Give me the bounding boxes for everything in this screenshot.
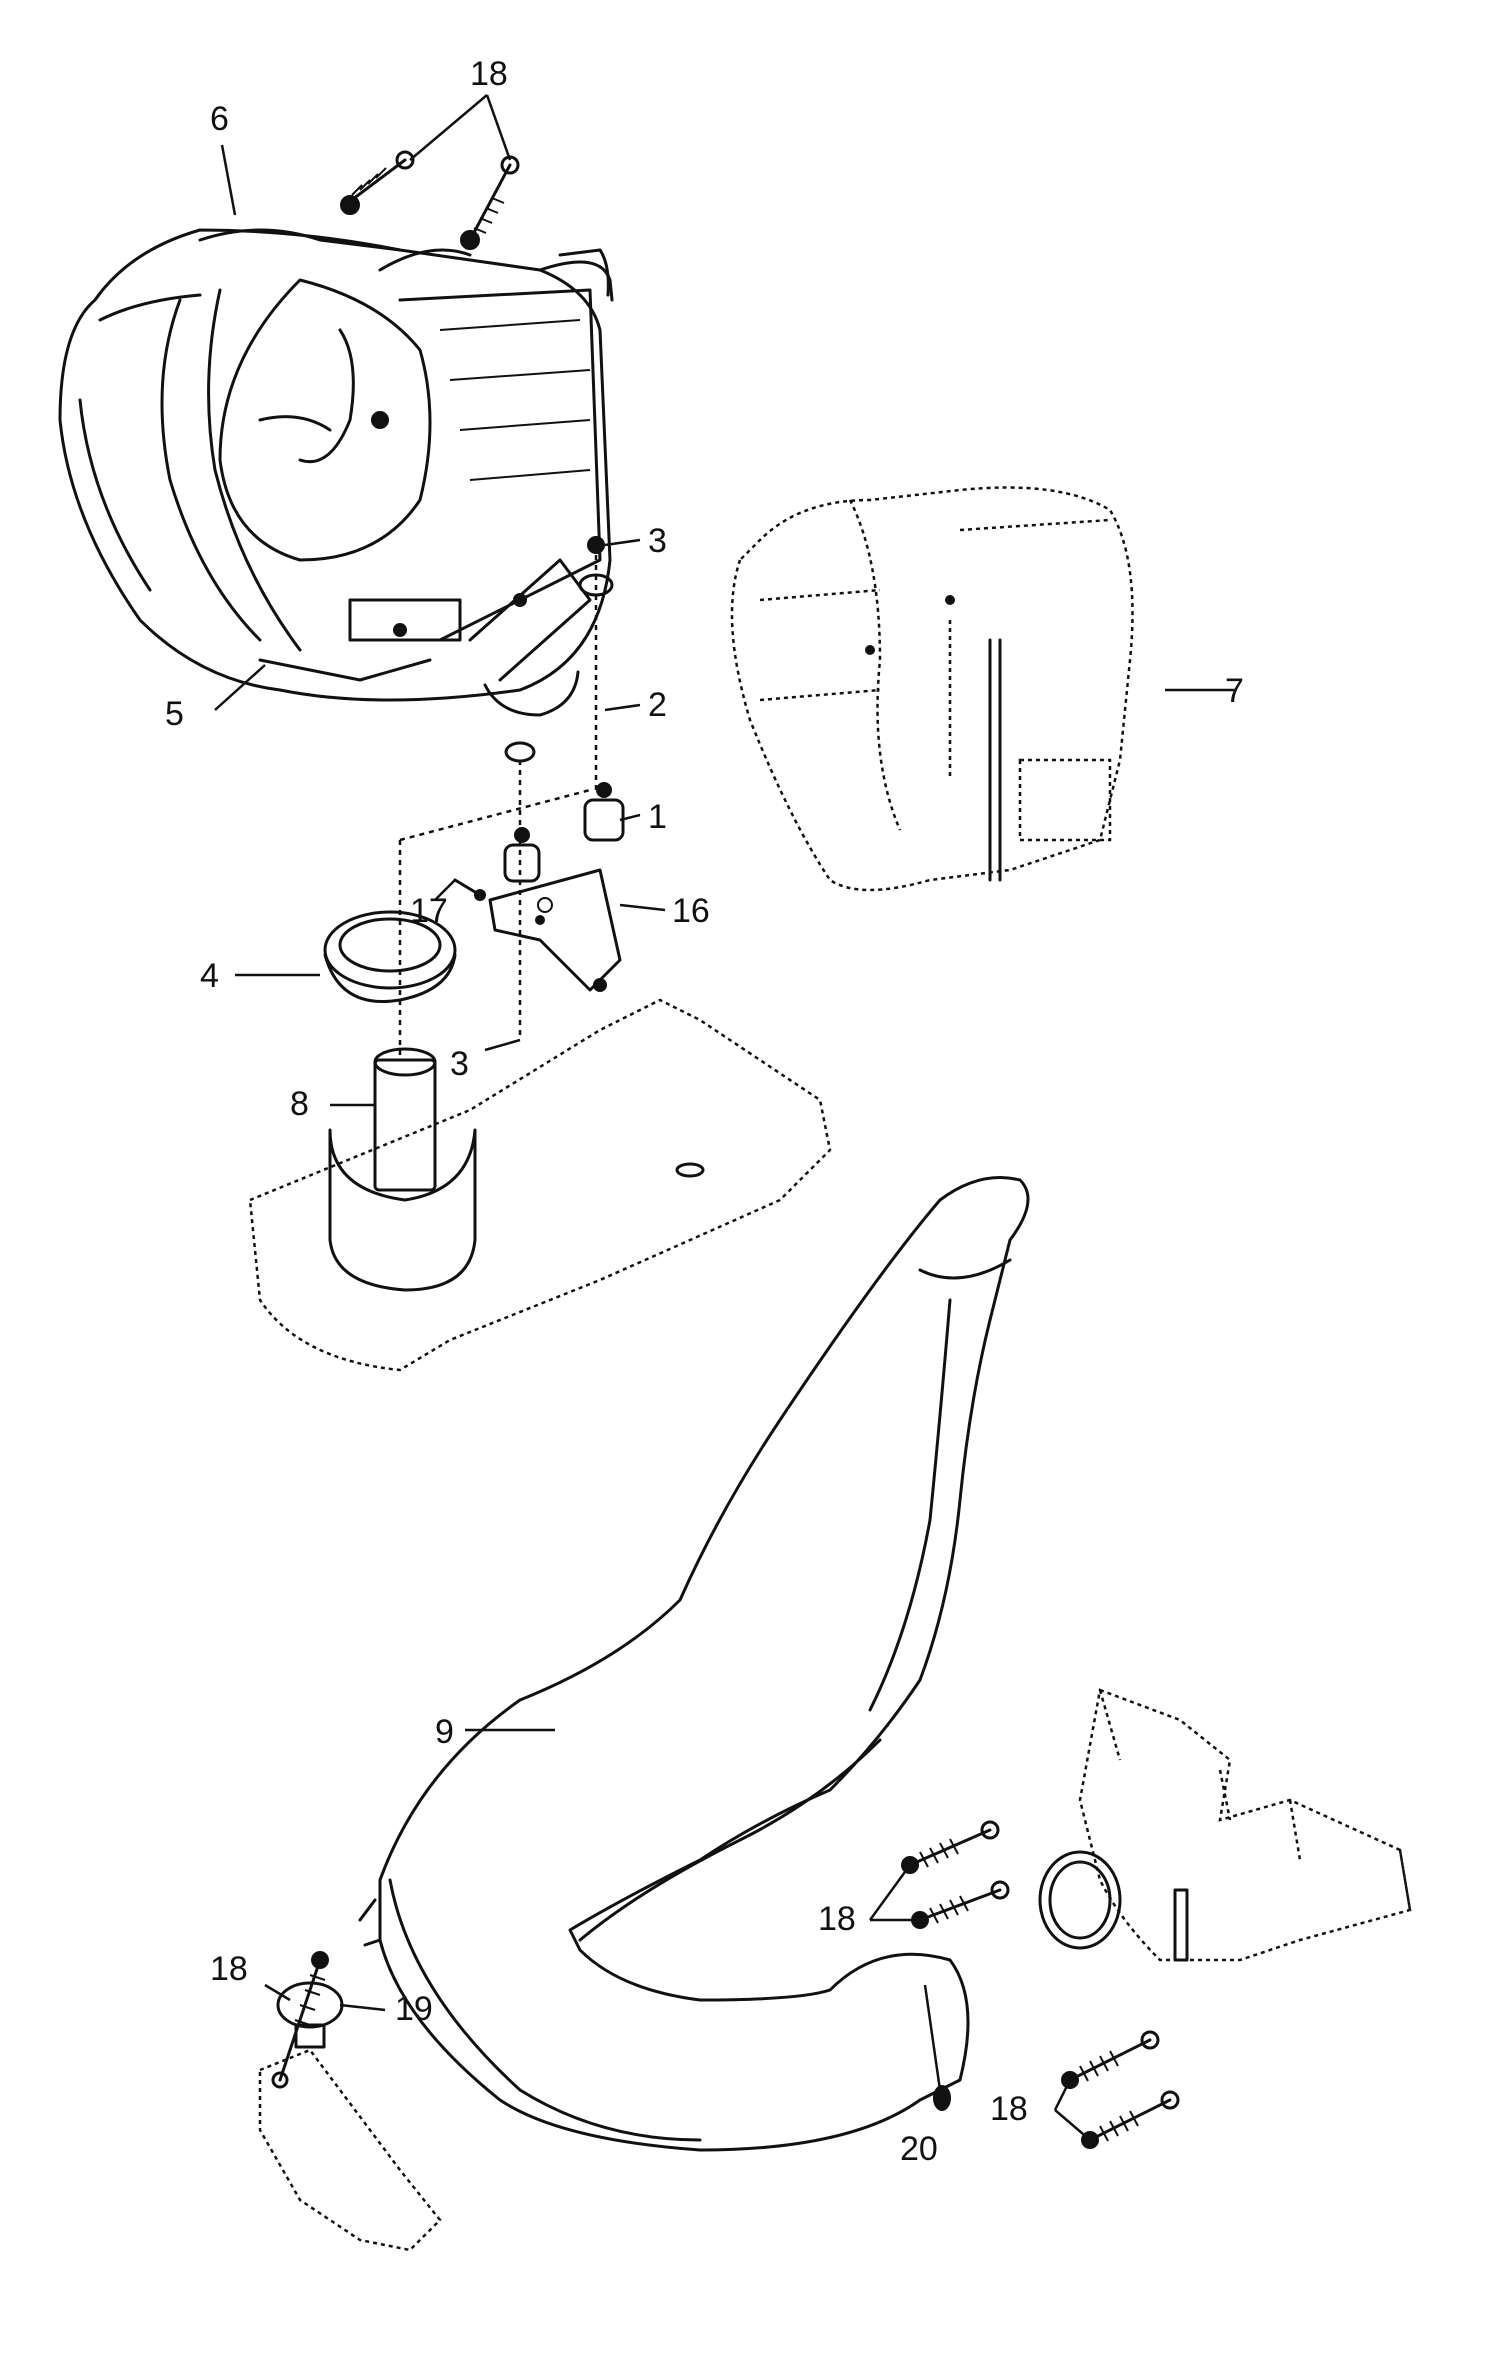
tailpipe (328, 1047, 477, 1292)
screw-17 (453, 878, 486, 901)
spring-top-right (460, 155, 520, 250)
spring-lower-left (271, 1951, 329, 2089)
spring-low-1 (1061, 2030, 1160, 2089)
spring-low-2 (1081, 2090, 1180, 2149)
callout-16: 16 (672, 892, 710, 930)
callout-18-lower-right: 18 (990, 2090, 1028, 2128)
callout-19: 19 (395, 1990, 433, 2028)
spring-mid-2 (911, 1880, 1010, 1929)
spring-mid-1 (901, 1820, 1000, 1874)
callout-6: 6 (210, 100, 229, 138)
callout-17: 17 (410, 892, 448, 930)
callout-18-left: 18 (210, 1950, 248, 1988)
callout-7: 7 (1225, 672, 1244, 710)
leader-lines (214, 94, 1235, 2141)
exhaust-pipe (358, 1176, 1030, 2152)
callout-8: 8 (290, 1085, 309, 1123)
callout-9: 9 (435, 1713, 454, 1751)
exhaust-manifold (1038, 1688, 1412, 1962)
grommet (323, 910, 457, 1003)
callout-3-upper: 3 (648, 522, 667, 560)
assembly-guide-line (398, 788, 591, 1060)
mount-plate-lower (248, 998, 832, 1372)
callout-2: 2 (648, 686, 667, 724)
muffler-body (58, 228, 614, 717)
callout-3-lower: 3 (450, 1045, 469, 1083)
hardware-stack (503, 536, 625, 1040)
callout-4: 4 (200, 957, 219, 995)
callout-18-top: 18 (470, 55, 508, 93)
plate-hole (675, 1162, 705, 1178)
heat-shield (730, 486, 1134, 892)
mounting-bracket (488, 868, 622, 992)
spring-top-left (340, 150, 415, 215)
callout-20: 20 (900, 2130, 938, 2168)
callout-18-middle: 18 (818, 1900, 856, 1938)
nut-20 (923, 1984, 951, 2111)
callout-1: 1 (648, 798, 667, 836)
callout-5: 5 (165, 695, 184, 733)
